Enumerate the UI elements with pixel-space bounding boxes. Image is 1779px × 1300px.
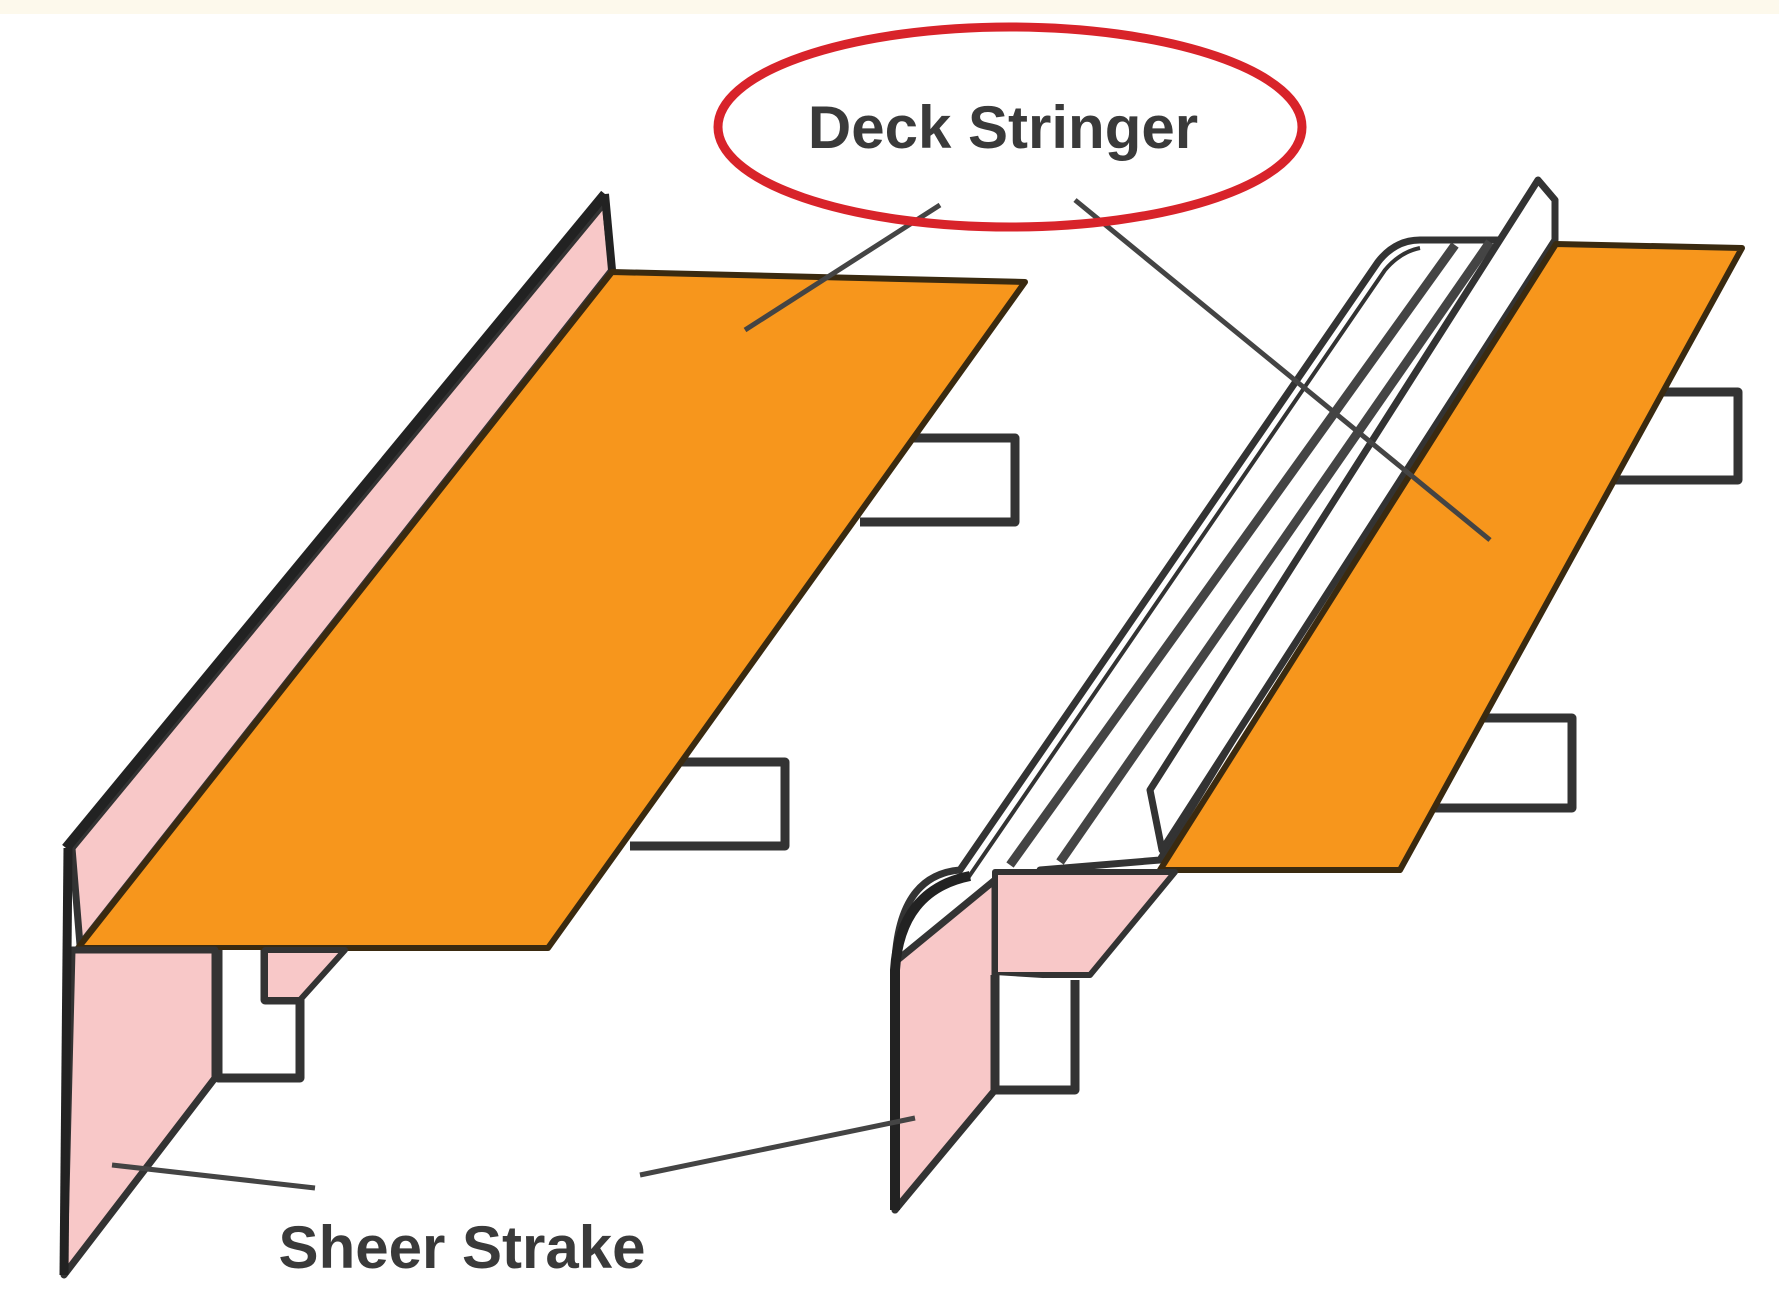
- right-gunwale-line-2: [1006, 242, 1459, 868]
- left-bulwark-top: [601, 193, 616, 271]
- left-frame-knee: [262, 947, 348, 1003]
- leader-lines: [111, 198, 1492, 1191]
- deck-stringer-highlight-ellipse: [713, 22, 1307, 232]
- right-bulwark-plate: [1146, 176, 1559, 854]
- right-strake-curve: [890, 871, 972, 1210]
- deck-stringer-label: Deck Stringer: [808, 94, 1198, 161]
- sheer-strake-label: Sheer Strake: [279, 1214, 646, 1281]
- left-bulwark-edge: [62, 190, 609, 852]
- right-frame-knee: [992, 869, 1178, 978]
- left-strake-edge: [59, 847, 73, 1276]
- left-assembly: [59, 190, 1028, 1279]
- sheer-strake-leader-left: [111, 1162, 316, 1191]
- right-assembly: [890, 176, 1745, 1214]
- left-deck-plate: [75, 269, 1028, 951]
- right-deck-plate: [1157, 241, 1745, 873]
- deck-stringer-leader-left: [743, 202, 942, 333]
- right-gunwale-line-3: [1056, 239, 1494, 865]
- sheer-strake-leader-right: [639, 1115, 916, 1178]
- top-strip: [0, 0, 1779, 14]
- right-frame-bracket: [990, 975, 1080, 1095]
- left-sheer-strake: [60, 946, 219, 1279]
- right-gunwale-line-1: [966, 246, 1421, 880]
- deck-stringer-leader-right: [1073, 198, 1492, 542]
